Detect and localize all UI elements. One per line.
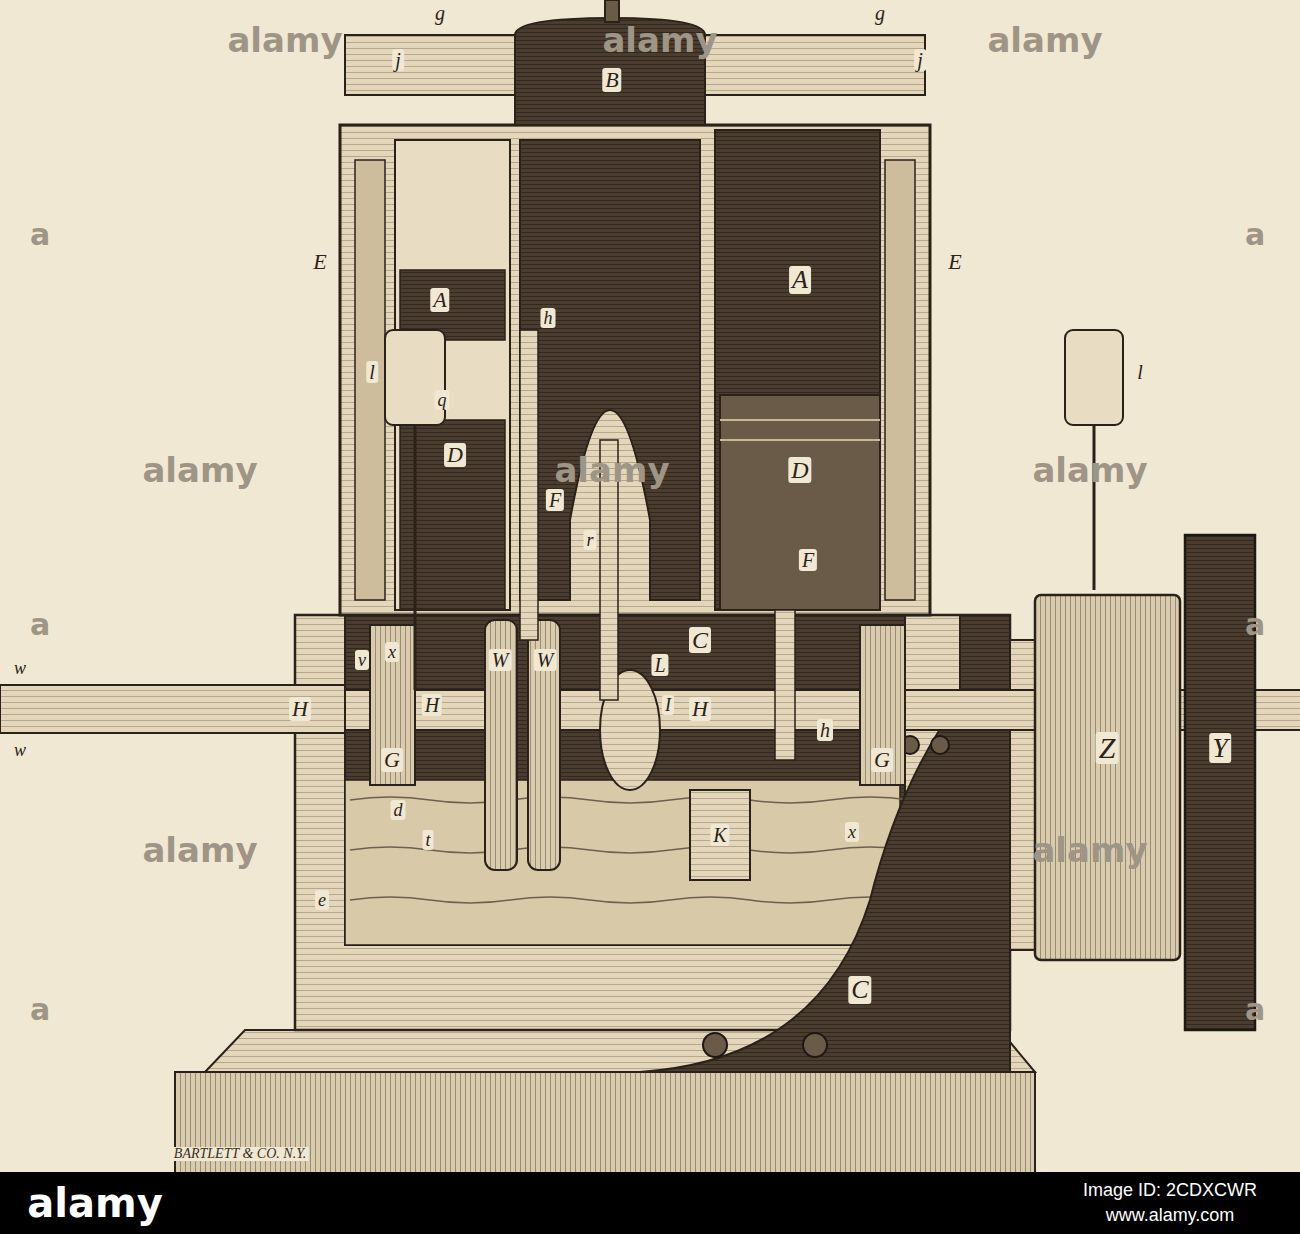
callout-letter: l	[366, 361, 378, 383]
callout-letter: j	[392, 49, 404, 71]
watermark: a	[1245, 610, 1265, 640]
callout-letter: H	[289, 697, 311, 721]
callout-letter: H	[689, 697, 711, 721]
engraver-signature: BARTLETT & CO. N.Y.	[171, 1147, 309, 1161]
callout-letter: t	[422, 830, 433, 850]
callout-letter: G	[381, 748, 403, 772]
callout-letter: h	[817, 719, 833, 741]
callout-letter: x	[845, 822, 859, 842]
callout-letter: h	[541, 308, 556, 328]
callout-letter: g	[872, 2, 888, 24]
callout-letter: B	[602, 68, 621, 92]
stock-caption: Image ID: 2CDXCWR	[1083, 1181, 1257, 1199]
callout-letter: E	[945, 250, 964, 274]
callout-letter: K	[710, 824, 729, 846]
callout-letter: F	[546, 489, 564, 511]
callout-letter: W	[489, 649, 512, 671]
stock-caption: www.alamy.com	[1106, 1206, 1235, 1224]
callout-letter: C	[689, 627, 711, 653]
callout-letter: l	[1134, 361, 1146, 383]
callout-letter: H	[422, 694, 442, 716]
watermark: a	[1245, 995, 1265, 1025]
callout-letter: I	[662, 695, 674, 715]
watermark: a	[30, 995, 50, 1025]
callout-letter: e	[315, 890, 329, 910]
watermark: a	[30, 220, 50, 250]
stock-logo: alamy	[27, 1183, 162, 1223]
callout-letter: w	[11, 658, 29, 678]
callout-letter: x	[385, 642, 399, 662]
callout-letter: A	[789, 266, 811, 294]
callout-letter: W	[534, 649, 557, 671]
callout-letter: L	[651, 654, 668, 676]
callout-letter: j	[914, 49, 926, 71]
callout-letter: v	[355, 650, 369, 670]
callout-letter: d	[391, 800, 406, 820]
watermark: alamy	[142, 833, 257, 867]
watermark: alamy	[142, 453, 257, 487]
watermark: a	[30, 610, 50, 640]
callout-letter: Z	[1096, 732, 1119, 764]
watermark: alamy	[602, 23, 717, 57]
callout-letter: A	[430, 288, 449, 312]
callout-letter: r	[583, 530, 596, 550]
watermark: alamy	[227, 23, 342, 57]
watermark: alamy	[554, 453, 669, 487]
callout-letter: D	[444, 443, 466, 467]
callout-letter: E	[310, 250, 329, 274]
callout-letter: D	[788, 457, 811, 483]
callout-letter: Y	[1209, 733, 1231, 763]
watermark: alamy	[1032, 453, 1147, 487]
callout-letter: F	[799, 549, 817, 571]
callout-letter: w	[11, 740, 29, 760]
callout-letter: C	[848, 976, 871, 1004]
callout-letter: G	[871, 748, 893, 772]
watermark: a	[1245, 220, 1265, 250]
watermark: alamy	[1032, 833, 1147, 867]
callout-letter: g	[432, 2, 448, 24]
callout-letter: q	[435, 390, 450, 410]
watermark: alamy	[987, 23, 1102, 57]
